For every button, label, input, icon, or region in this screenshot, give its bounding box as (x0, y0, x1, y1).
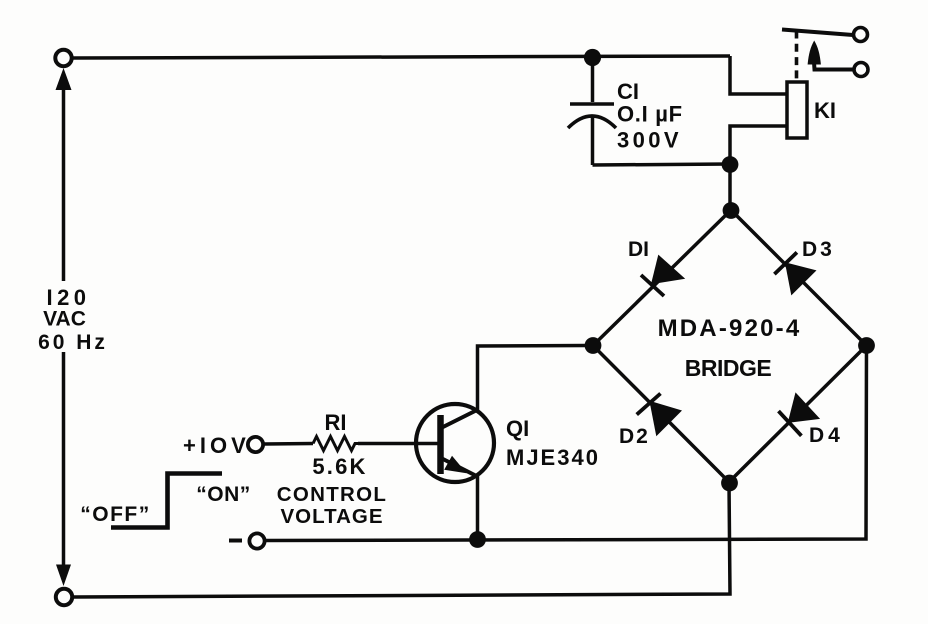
svg-text:“ON”: “ON” (196, 483, 251, 506)
svg-text:VOLTAGE: VOLTAGE (280, 505, 383, 528)
svg-text:D2: D2 (619, 425, 650, 448)
svg-text:60 Hz: 60 Hz (38, 331, 108, 354)
svg-text:BRIDGE: BRIDGE (685, 355, 772, 381)
svg-text:O.I µF: O.I µF (617, 102, 683, 127)
svg-text:D4: D4 (809, 424, 844, 447)
svg-text:VAC: VAC (43, 308, 86, 331)
svg-text:QI: QI (506, 416, 529, 441)
svg-text:I20: I20 (46, 285, 90, 310)
svg-text:D3: D3 (802, 238, 835, 261)
svg-text:CONTROL: CONTROL (277, 483, 387, 506)
svg-text:KI: KI (814, 98, 836, 123)
svg-text:+IOV: +IOV (183, 433, 250, 458)
svg-text:300V: 300V (617, 128, 682, 153)
svg-text:DI: DI (628, 238, 649, 261)
svg-text:CI: CI (617, 79, 639, 104)
svg-text:5.6K: 5.6K (312, 454, 367, 479)
svg-text:MJE340: MJE340 (506, 445, 600, 470)
svg-text:“OFF”: “OFF” (80, 503, 151, 526)
svg-text:MDA-920-4: MDA-920-4 (658, 315, 802, 342)
svg-text:RI: RI (325, 410, 347, 435)
